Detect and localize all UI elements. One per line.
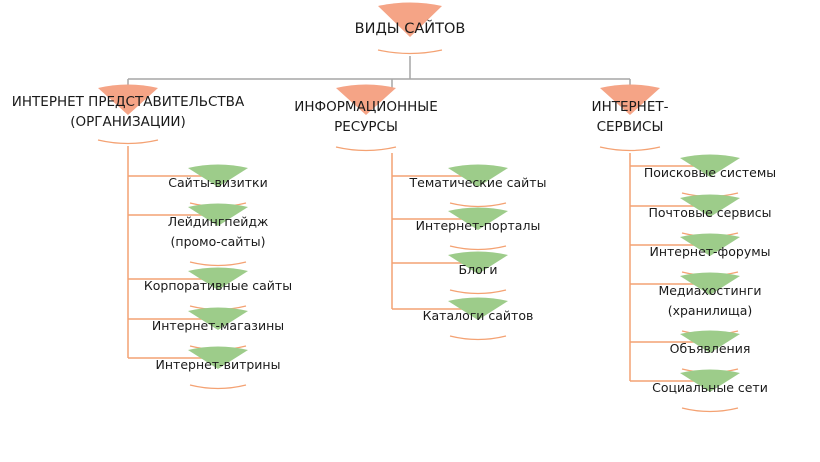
item-label: Поисковые системы [620,163,800,183]
category-wedge-2 [600,84,660,115]
item-wedge [680,272,740,295]
item-label-line: Поисковые системы [643,165,777,180]
item-label-line: Интернет-порталы [415,218,541,233]
category-label-line: РЕСУРСЫ [334,119,398,135]
category-arc-2 [599,146,661,152]
item-arc [189,261,247,267]
item-wedge [680,369,740,392]
item-label: Интернет-порталы [388,216,568,236]
item-label: Интернет-форумы [620,242,800,262]
item-wedge [680,194,740,217]
item-label: Сайты-визитки [128,173,308,193]
item-arc [681,407,739,413]
item-label: Корпоративные сайты [128,276,308,296]
item-label: Социальные сети [620,378,800,398]
item-wedge [448,251,508,274]
item-wedge [448,207,508,230]
item-label-line: Социальные сети [652,380,768,395]
item-arc [449,289,507,295]
root-title: ВИДЫ САЙТОВ [354,21,466,37]
item-label-line: Объявления [669,341,751,356]
root-arc [377,49,443,55]
item-label-line: (промо-сайты) [170,234,266,249]
category-label-line: ИНТЕРНЕТ- [591,99,669,115]
item-label-line: Тематические сайты [409,175,547,190]
category-arc-1 [335,146,397,152]
item-label-line: Почтовые сервисы [648,205,772,220]
decorations [97,2,740,413]
category-wedge-0 [98,84,158,115]
item-arc [189,384,247,390]
root-wedge [378,2,442,37]
item-arc [449,202,507,208]
item-wedge [680,233,740,256]
item-label: Интернет-витрины [128,355,308,375]
category-label-line: ИНФОРМАЦИОННЫЕ [294,99,438,115]
item-label-line: Каталоги сайтов [422,308,534,323]
item-wedge [188,203,248,226]
category-label: ИНФОРМАЦИОННЫЕ РЕСУРСЫ [266,97,466,137]
category-label-line: (ОРГАНИЗАЦИИ) [70,114,186,130]
item-arc [449,245,507,251]
item-wedge [680,330,740,353]
item-label-line: Медиахостинги [658,283,762,298]
item-wedge [188,164,248,187]
item-wedge [188,267,248,290]
item-wedge [448,297,508,320]
item-wedge [680,154,740,177]
item-label-line: Интернет-магазины [151,318,285,333]
item-wedge [448,164,508,187]
item-label-line: Блоги [458,262,498,277]
item-wedge [188,307,248,330]
category-label: ИНТЕРНЕТ- СЕРВИСЫ [560,97,700,137]
category-label-line: ИНТЕРНЕТ ПРЕДСТАВИТЕЛЬСТВА [11,94,245,110]
item-arc [449,335,507,341]
category-arc-0 [97,139,159,145]
item-wedge [188,346,248,369]
category-wedge-1 [336,84,396,115]
item-label-line: Лейдингпейдж [167,214,269,229]
item-label-line: Сайты-визитки [168,175,268,190]
item-label-line: (хранилища) [667,303,753,318]
root-node-title: ВИДЫ САЙТОВ [310,19,510,39]
item-label: Каталоги сайтов [388,306,568,326]
item-label: Медиахостинги (хранилища) [620,281,800,321]
item-label: Объявления [620,339,800,359]
item-label-line: Интернет-витрины [155,357,281,372]
category-label: ИНТЕРНЕТ ПРЕДСТАВИТЕЛЬСТВА (ОРГАНИЗАЦИИ) [0,92,258,132]
item-label: Тематические сайты [388,173,568,193]
item-label: Лейдингпейдж (промо-сайты) [128,212,308,252]
item-label: Интернет-магазины [128,316,308,336]
item-label: Блоги [388,260,568,280]
item-label-line: Корпоративные сайты [143,278,293,293]
item-label-line: Интернет-форумы [649,244,771,259]
category-label-line: СЕРВИСЫ [596,119,664,135]
item-label: Почтовые сервисы [620,203,800,223]
